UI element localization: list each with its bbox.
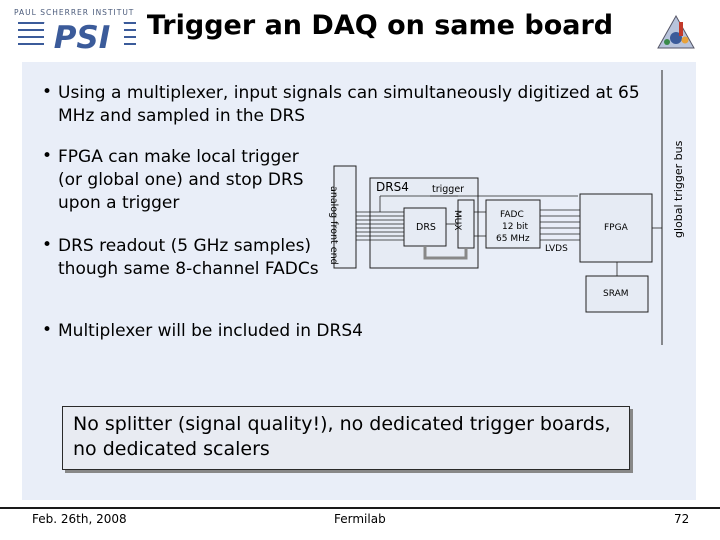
global-trigger-bus-label: global trigger bus	[672, 140, 685, 238]
bullet-text: FPGA can make local trigger (or global o…	[58, 147, 304, 213]
slide-header: PAUL SCHERRER INSTITUT PSI Trigger an DA…	[0, 0, 720, 60]
bullet-drs4-mux: • Multiplexer will be included in DRS4	[42, 320, 658, 343]
psi-logo: PAUL SCHERRER INSTITUT PSI	[14, 8, 136, 52]
mux-label: MUX	[452, 210, 462, 231]
slide-title: Trigger an DAQ on same board	[146, 10, 614, 41]
footer-divider	[0, 507, 720, 509]
fadc-bits-label: 12 bit	[502, 222, 529, 232]
sram-box	[585, 275, 649, 313]
footer-venue: Fermilab	[334, 512, 386, 526]
fadc-rate-label: 65 MHz	[496, 234, 530, 244]
sram-label: SRAM	[603, 289, 629, 299]
bullet-text: Multiplexer will be included in DRS4	[58, 321, 363, 341]
psi-logo-mark: PSI	[18, 20, 136, 52]
trigger-label: trigger	[432, 184, 465, 195]
fadc-label: FADC	[500, 210, 524, 220]
bullet-dot: •	[42, 82, 53, 102]
callout-text: No splitter (signal quality!), no dedica…	[73, 413, 611, 460]
lvds-lines	[540, 209, 580, 241]
bullet-dot: •	[42, 235, 53, 255]
fadc-box	[485, 199, 541, 249]
drs-chip-box	[403, 207, 447, 247]
bullet-drs-readout: • DRS readout (5 GHz samples) though sam…	[42, 235, 328, 281]
bullet-dot: •	[42, 320, 53, 340]
bullet-multiplexer: • Using a multiplexer, input signals can…	[42, 82, 668, 128]
bullet-dot: •	[42, 146, 53, 166]
bullet-fpga-trigger: • FPGA can make local trigger (or global…	[42, 146, 320, 215]
analog-front-end-box	[333, 165, 357, 269]
drs-readout-loop	[423, 246, 468, 260]
analog-front-end-label: analog front end	[328, 186, 339, 265]
experiment-logo-icon	[657, 14, 695, 49]
bullet-text: DRS readout (5 GHz samples) though same …	[58, 236, 319, 279]
fpga-box	[579, 193, 653, 263]
drs-label: DRS	[416, 222, 436, 233]
footer-date: Feb. 26th, 2008	[32, 512, 127, 526]
psi-logo-text: PSI	[54, 20, 111, 52]
lvds-label: LVDS	[545, 244, 568, 254]
mux-fadc-lines	[474, 211, 486, 237]
footer-page-number: 72	[674, 512, 690, 526]
bullet-text: Using a multiplexer, input signals can s…	[58, 83, 640, 126]
fpga-label: FPGA	[604, 223, 628, 233]
drs4-label: DRS4	[376, 180, 409, 194]
summary-callout: No splitter (signal quality!), no dedica…	[62, 406, 630, 470]
institute-name: PAUL SCHERRER INSTITUT	[14, 8, 135, 17]
